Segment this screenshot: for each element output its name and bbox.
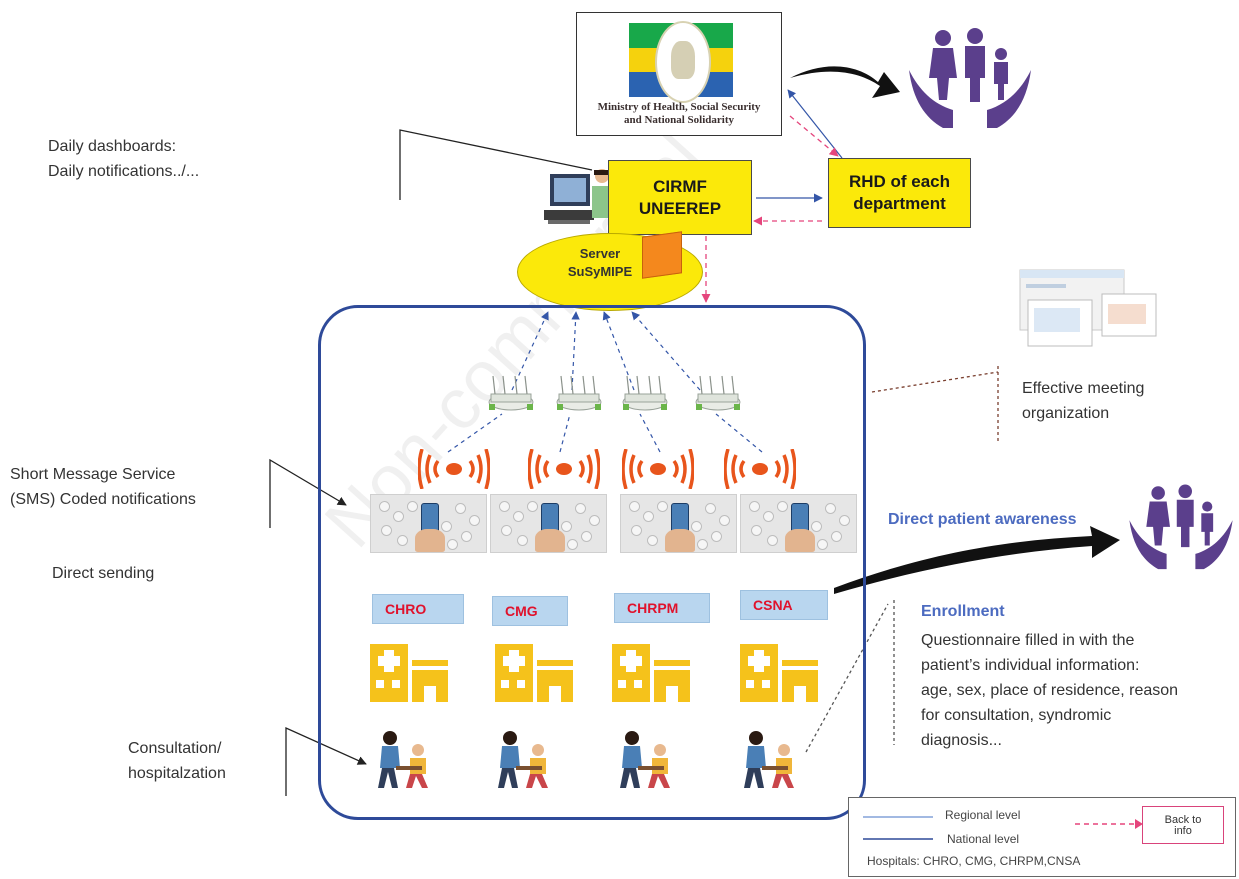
legend-regional: Regional level bbox=[945, 808, 1021, 822]
hospital-building-icon bbox=[740, 644, 818, 702]
ministry-seal-icon bbox=[655, 21, 711, 103]
dashboards-label: Daily dashboards: Daily notifications../… bbox=[48, 138, 200, 180]
wifi-signal-icon bbox=[418, 449, 490, 489]
dashboard-bracket bbox=[399, 129, 593, 200]
hospital-label: CSNA bbox=[740, 590, 828, 620]
legend-national: National level bbox=[947, 832, 1020, 846]
phone-notification-icon bbox=[370, 494, 487, 553]
enrollment-title: Enrollment bbox=[921, 603, 1005, 620]
doctor-patient-icon bbox=[498, 731, 548, 788]
server-label: Server SuSyMIPE bbox=[567, 246, 633, 279]
legend-hospitals: Hospitals: CHRO, CMG, CHRPM,CNSA bbox=[867, 854, 1081, 868]
family-hands-icon bbox=[909, 28, 1031, 128]
doctor-patient-icon bbox=[378, 731, 428, 788]
phone-notification-icon bbox=[620, 494, 737, 553]
router-icon bbox=[556, 375, 602, 411]
meeting-screens-icon bbox=[1019, 269, 1157, 347]
doctor-patient-icon bbox=[744, 731, 794, 788]
family-hands-icon bbox=[1129, 484, 1233, 570]
computer-user-icon bbox=[544, 169, 612, 224]
consultation-bracket bbox=[285, 726, 367, 796]
gabon-flag bbox=[629, 21, 733, 103]
wifi-signal-icon bbox=[622, 449, 694, 489]
enrollment-text: Questionnaire filled in with the patient… bbox=[921, 632, 1179, 749]
hospital-building-icon bbox=[495, 644, 573, 702]
hospital-label: CMG bbox=[492, 596, 568, 626]
router-icon bbox=[622, 375, 668, 411]
hospital-building-icon bbox=[612, 644, 690, 702]
ministry-box: Ministry of Health, Social Security and … bbox=[576, 12, 782, 136]
phone-notification-icon bbox=[740, 494, 857, 553]
ministry-name: Ministry of Health, Social Security and … bbox=[597, 101, 761, 126]
phone-notification-icon bbox=[490, 494, 607, 553]
rhd-to-ministry-line bbox=[787, 89, 843, 159]
doctor-patient-icon bbox=[620, 731, 670, 788]
consultation-label: Consultation/ hospitalzation bbox=[128, 740, 226, 782]
hospital-building-icon bbox=[370, 644, 448, 702]
hospital-label: CHRO bbox=[372, 594, 464, 624]
wifi-signal-icon bbox=[724, 449, 796, 489]
direct-sending-label: Direct sending bbox=[52, 565, 155, 582]
sms-label: Short Message Service (SMS) Coded notifi… bbox=[10, 466, 196, 508]
swoosh-arrow-top bbox=[790, 66, 900, 98]
hospital-network-frame bbox=[318, 305, 866, 820]
ministry-to-rhd-dashed bbox=[789, 115, 839, 157]
meeting-label: Effective meeting organization bbox=[1022, 380, 1145, 422]
swoosh-arrow-bottom bbox=[834, 526, 1120, 594]
hospital-label: CHRPM bbox=[614, 593, 710, 623]
router-icon bbox=[488, 375, 534, 411]
awareness-label: Direct patient awareness bbox=[888, 511, 1077, 528]
router-icon bbox=[695, 375, 741, 411]
wifi-signal-icon bbox=[528, 449, 600, 489]
back-to-info-button[interactable]: Back to info bbox=[1142, 806, 1224, 844]
